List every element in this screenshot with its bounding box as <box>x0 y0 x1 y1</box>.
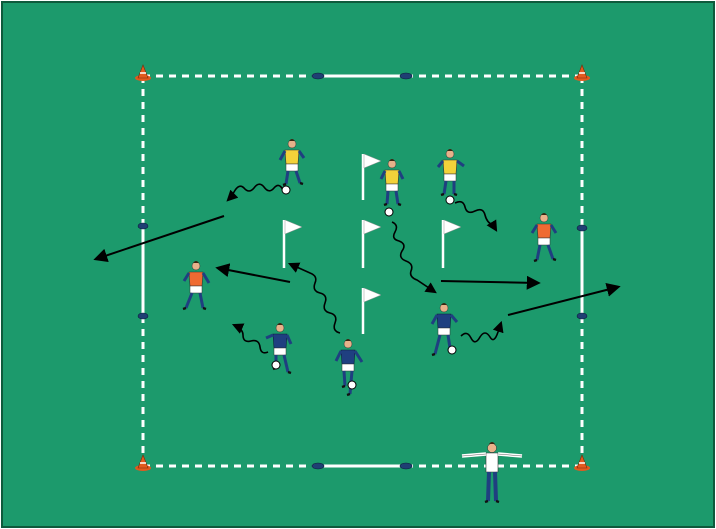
ball-icon <box>348 381 356 389</box>
disc-icon <box>577 225 587 231</box>
disc-icon <box>312 73 324 79</box>
disc-icon <box>138 223 148 229</box>
ball-icon <box>272 361 280 369</box>
ball-icon <box>448 346 456 354</box>
disc-icon <box>400 73 412 79</box>
disc-icon <box>400 463 412 469</box>
ball-icon <box>446 196 454 204</box>
disc-icon <box>577 313 587 319</box>
ball-icon <box>385 208 393 216</box>
disc-icon <box>138 313 148 319</box>
ball-icon <box>282 186 290 194</box>
disc-icon <box>312 463 324 469</box>
